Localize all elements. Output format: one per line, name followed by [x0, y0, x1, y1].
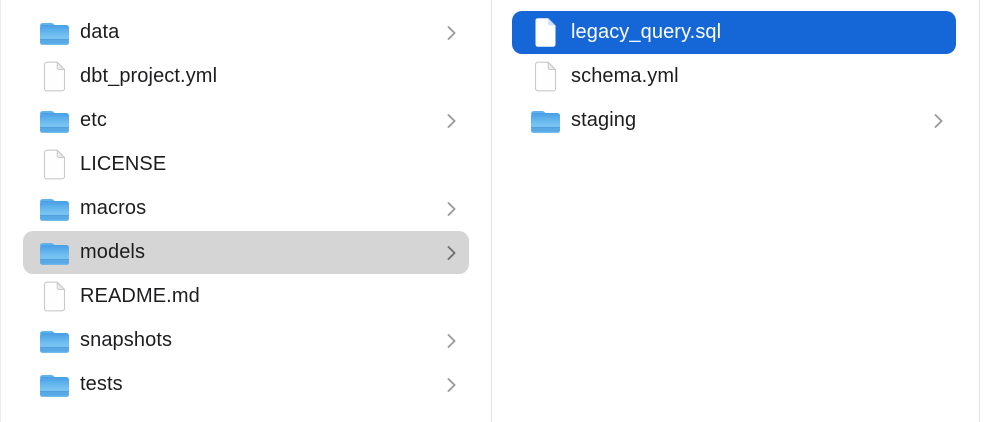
- file-label: etc: [80, 109, 107, 131]
- file-label: schema.yml: [571, 65, 679, 87]
- file-row[interactable]: snapshots: [23, 319, 469, 362]
- file-label: staging: [571, 109, 637, 131]
- folder-icon: [39, 242, 69, 265]
- folder-icon: [39, 374, 69, 397]
- file-label: models: [80, 241, 146, 263]
- file-row[interactable]: models: [23, 231, 469, 274]
- chevron-right-icon: [933, 112, 944, 130]
- chevron-right-icon: [446, 112, 457, 130]
- file-label: LICENSE: [80, 153, 167, 175]
- file-row[interactable]: LICENSE: [23, 143, 469, 186]
- next-column-edge: [980, 0, 984, 422]
- finder-column-left: data: [1, 0, 492, 422]
- chevron-right-icon: [446, 24, 457, 42]
- chevron-right-icon: [446, 200, 457, 218]
- file-row[interactable]: dbt_project.yml: [23, 55, 469, 98]
- folder-icon: [39, 110, 69, 133]
- file-row[interactable]: tests: [23, 363, 469, 406]
- file-row[interactable]: etc: [23, 99, 469, 142]
- file-row[interactable]: data: [23, 11, 469, 54]
- file-label: dbt_project.yml: [80, 65, 218, 87]
- file-label: snapshots: [80, 329, 173, 351]
- folder-icon: [530, 110, 560, 133]
- document-icon: [534, 61, 556, 92]
- folder-icon: [39, 22, 69, 45]
- folder-icon: [39, 198, 69, 221]
- chevron-right-icon: [446, 244, 457, 262]
- file-row[interactable]: legacy_query.sql: [512, 11, 956, 54]
- file-row[interactable]: schema.yml: [512, 55, 956, 98]
- finder-column-right: legacy_query.sql: [492, 0, 980, 422]
- folder-icon: [39, 330, 69, 353]
- document-icon: [535, 18, 555, 47]
- file-row[interactable]: staging: [512, 99, 956, 142]
- file-label: data: [80, 21, 120, 43]
- chevron-right-icon: [446, 376, 457, 394]
- chevron-right-icon: [446, 332, 457, 350]
- file-label: legacy_query.sql: [571, 21, 722, 43]
- file-row[interactable]: macros: [23, 187, 469, 230]
- file-row[interactable]: README.md: [23, 275, 469, 318]
- file-label: README.md: [80, 285, 200, 307]
- document-icon: [43, 61, 65, 92]
- file-label: macros: [80, 197, 147, 219]
- document-icon: [43, 281, 65, 312]
- document-icon: [43, 149, 65, 180]
- file-label: tests: [80, 373, 123, 395]
